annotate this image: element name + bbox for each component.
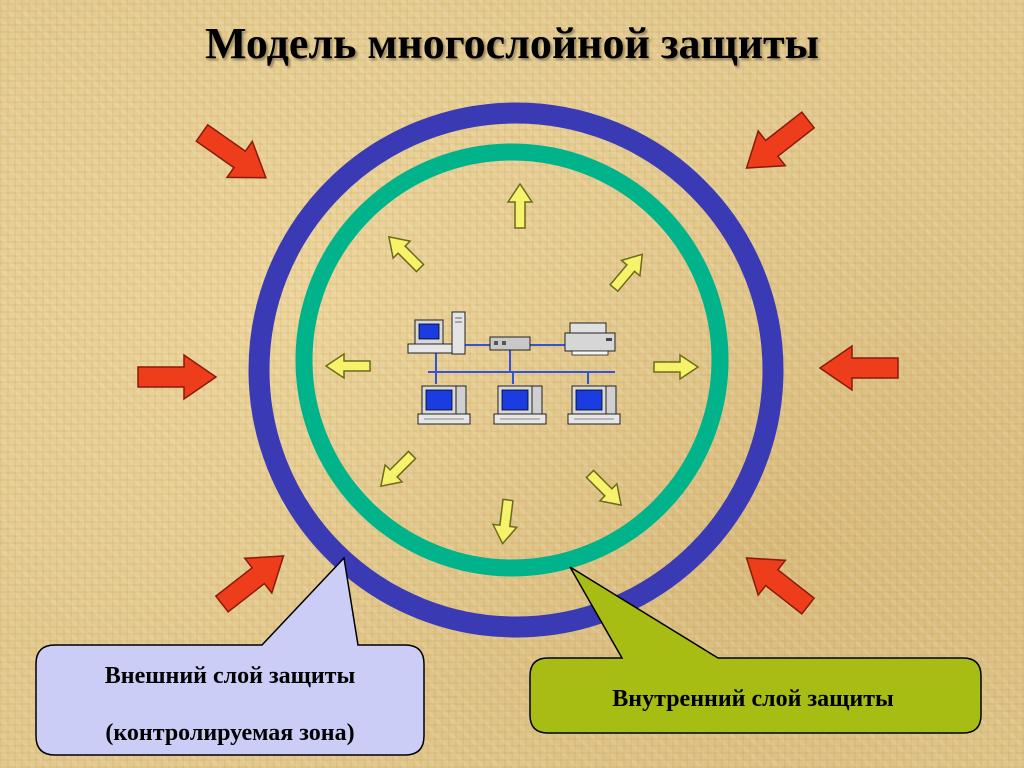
- threat-arrow: [732, 101, 823, 187]
- threat-arrow: [137, 354, 217, 400]
- inner-protection-ring: [295, 143, 729, 577]
- outer-layer-sublabel: (контролируемая зона): [105, 720, 354, 746]
- outgoing-arrow: [604, 245, 653, 297]
- outer-layer-callout: Внешний слой защиты (контролируемая зона…: [35, 556, 425, 756]
- outer-layer-label: Внешний слой защиты: [105, 663, 356, 689]
- outgoing-arrow: [580, 464, 631, 515]
- outgoing-arrow: [371, 445, 422, 496]
- outgoing-arrow: [653, 354, 699, 380]
- outgoing-arrow: [489, 497, 521, 546]
- outgoing-arrow: [507, 183, 533, 229]
- workstation-icon: [567, 385, 621, 425]
- server-computer-icon: [407, 311, 466, 355]
- threat-arrow: [819, 345, 899, 391]
- workstation-icon: [493, 385, 547, 425]
- outer-protection-ring: [248, 102, 784, 638]
- printer-icon: [564, 322, 616, 356]
- outgoing-arrow: [325, 353, 371, 379]
- inner-layer-label: Внутренний слой защиты: [612, 686, 894, 712]
- network-hub-icon: [489, 336, 531, 351]
- workstation-icon: [417, 385, 471, 425]
- local-network: [407, 311, 621, 425]
- threat-arrow: [732, 539, 823, 625]
- threat-arrow: [207, 537, 298, 623]
- slide-title: Модель многослойной защиты: [204, 19, 820, 68]
- threat-arrow: [188, 114, 280, 197]
- outgoing-arrow: [379, 227, 430, 278]
- inner-layer-callout: Внутренний слой защиты: [529, 566, 982, 734]
